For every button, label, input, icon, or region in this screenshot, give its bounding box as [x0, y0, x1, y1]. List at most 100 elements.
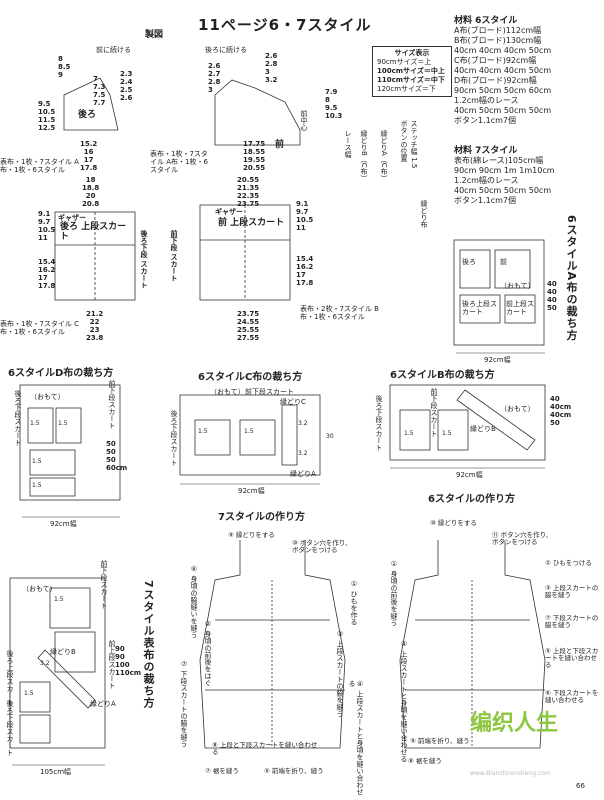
dim-value: 23.8: [86, 334, 104, 342]
materials-7-row: 1.2cm幅のレース: [454, 176, 519, 185]
howto-6-step: ③ 上段スカートの脇を縫う: [545, 584, 599, 599]
dim-value: 40: [547, 288, 557, 296]
dim-value: 22: [89, 318, 100, 326]
dim-value: 1.5: [442, 430, 452, 437]
dim-value: 1.5: [30, 420, 40, 427]
dim-value: 10.5: [296, 216, 314, 224]
materials-6-block: 材料 6スタイル A布(ブロード)112cm幅 B布(ブロード)130cm幅 4…: [454, 16, 602, 126]
dim-value: 40: [547, 280, 557, 288]
note-lace-width: レース幅: [344, 130, 352, 158]
dim-value: 100: [115, 661, 130, 669]
howto-6-step: ⑦ 下段スカートの脇を縫う: [545, 614, 599, 629]
layout-6B-label: 前下段スカート: [430, 388, 438, 437]
dim-value: 9.7: [296, 208, 309, 216]
dim-value: 7.3: [93, 83, 106, 91]
layout-6A-width: 92cm幅: [484, 356, 511, 364]
materials-7-row: ボタン1.1cm7個: [454, 196, 517, 205]
dim-group: 20.55 21.35 22.35 23.75: [237, 176, 259, 208]
layout-6C-width: 92cm幅: [238, 487, 265, 495]
dim-value: 7: [93, 75, 98, 83]
dim-value: 10.3: [325, 112, 343, 120]
dim-value: 90: [115, 645, 125, 653]
layout-6D-title: 6スタイルD布の裁ち方: [8, 368, 114, 379]
page-heading: 11ページ6・7スタイル: [198, 16, 372, 34]
dim-group: 2.3 2.4 2.5 2.6: [120, 70, 132, 102]
howto-7-step: ① ひもを作る: [350, 580, 358, 626]
dim-group: 9.5 10.5 11.5 12.5: [38, 100, 55, 132]
dim-group: 18 18.8 20 20.8: [82, 176, 99, 208]
seido-label: 製図: [145, 30, 164, 40]
materials-6-row: 40cm 50cm 50cm 50cm: [454, 106, 552, 115]
materials-6-row: 40cm 40cm 40cm 50cm: [454, 66, 552, 75]
dim-value: 9.7: [38, 218, 51, 226]
dim-value: 17: [296, 271, 306, 279]
dim-group: 2.6 2.7 2.8 3: [208, 62, 220, 94]
dim-value: 50: [550, 419, 560, 427]
note-binding-b: 縁どりB（C布）: [360, 130, 368, 182]
howto-7-step: ⑦ 下段スカートの脇を縫う: [180, 660, 188, 748]
materials-6-row: B布(ブロード)130cm幅: [454, 36, 542, 45]
layout-6A-label: 前上段スカート: [506, 300, 534, 316]
layout-6B-label: 縁どりB: [470, 425, 496, 433]
layout-6C-label: 後ろ下段スカート: [170, 410, 178, 466]
dim-value: 27.55: [237, 334, 260, 342]
dim-group: 15.4 16.2 17 17.8: [296, 255, 313, 287]
layout-6C-title: 6スタイルC布の裁ち方: [198, 372, 303, 383]
layout-6C-label: 縁どりA: [290, 470, 316, 478]
materials-7-row: 90cm 90cm 1m 1m10cm: [454, 166, 555, 175]
howto-7-step: ⑨ 縁どりをする: [228, 531, 275, 539]
layout-7-label: 後ろ下段スカート: [6, 700, 14, 756]
dim-value: 50: [106, 440, 116, 448]
dim-value: 25.55: [237, 326, 260, 334]
dim-group: 40 40 40 50: [547, 280, 557, 312]
layout-6D-label: 前下段スカート: [108, 380, 116, 429]
front-continue-label: 前に続ける: [96, 46, 131, 54]
dim-value: 40: [550, 395, 560, 403]
dim-value: 15.4: [296, 255, 314, 263]
dim-group: 2.6 2.8 3 3.2: [265, 52, 277, 84]
dim-value: 15.4: [38, 258, 56, 266]
layout-6A-frame: [453, 239, 545, 346]
dim-value: 2.5: [120, 86, 133, 94]
dim-value: 19.55: [243, 156, 266, 164]
howto-7-title: 7スタイルの作り方: [218, 512, 305, 523]
dim-value: 16: [83, 148, 94, 156]
dim-value: 10.5: [38, 226, 56, 234]
howto-7-step: ③ 上段スカートの脇を縫う: [336, 630, 344, 718]
dim-value: 7.7: [93, 99, 106, 107]
howto-6-step: ⑨ 前端を折り、縫う: [410, 737, 470, 745]
watermark-site: www.Bianzhirensheng.com: [470, 770, 551, 777]
dim-group: 21.2 22 23 23.8: [86, 310, 103, 342]
materials-6-row: C布(ブロード)92cm幅: [454, 56, 537, 65]
dim-value: 9.5: [38, 100, 51, 108]
dim-value: 23.75: [237, 310, 260, 318]
dim-value: 50: [106, 448, 116, 456]
layout-6A-label: 後ろ: [462, 258, 476, 266]
dim-value: 16.2: [296, 263, 314, 271]
page-number: 66: [576, 782, 585, 790]
howto-6-step: ⑩ 縁どりをする: [430, 519, 477, 527]
watermark-logo: 编织人生: [470, 711, 559, 736]
dim-value: 9: [58, 71, 63, 79]
dim-value: 24.55: [237, 318, 260, 326]
dim-value: 1.5: [58, 420, 68, 427]
howto-6-step: ⑤ 上段と下段スカートを縫い合わせる: [545, 647, 599, 669]
dim-value: 23: [89, 326, 100, 334]
front-upper-skirt-label: 前 上段スカート: [218, 218, 285, 228]
layout-7-frame: [9, 577, 106, 749]
layout-7-label: 縁どりA: [90, 700, 116, 708]
howto-7-step: ⑩ ボタン穴を作り、ボタンをつける: [292, 539, 352, 554]
dim-value: 60cm: [106, 464, 128, 472]
layout-7-label: 前下段スカート: [100, 560, 108, 609]
dim-value: 11.5: [38, 116, 56, 124]
howto-7-step: ④ 上段スカートと身頃を縫い合わせる: [348, 680, 364, 796]
howto-6-step: ⑥ 下段スカートを縫い合わせる: [545, 689, 599, 704]
dim-value: 17.8: [296, 279, 314, 287]
dim-value: 2.8: [265, 60, 278, 68]
dim-value: 90: [115, 653, 125, 661]
dim-value: 17.8: [38, 282, 56, 290]
dim-value: 20.55: [237, 176, 260, 184]
size-legend-line: 90cmサイズ＝上: [377, 58, 432, 66]
howto-6-step: ④ 上段スカートと身頃を縫い合わせる: [400, 640, 408, 763]
